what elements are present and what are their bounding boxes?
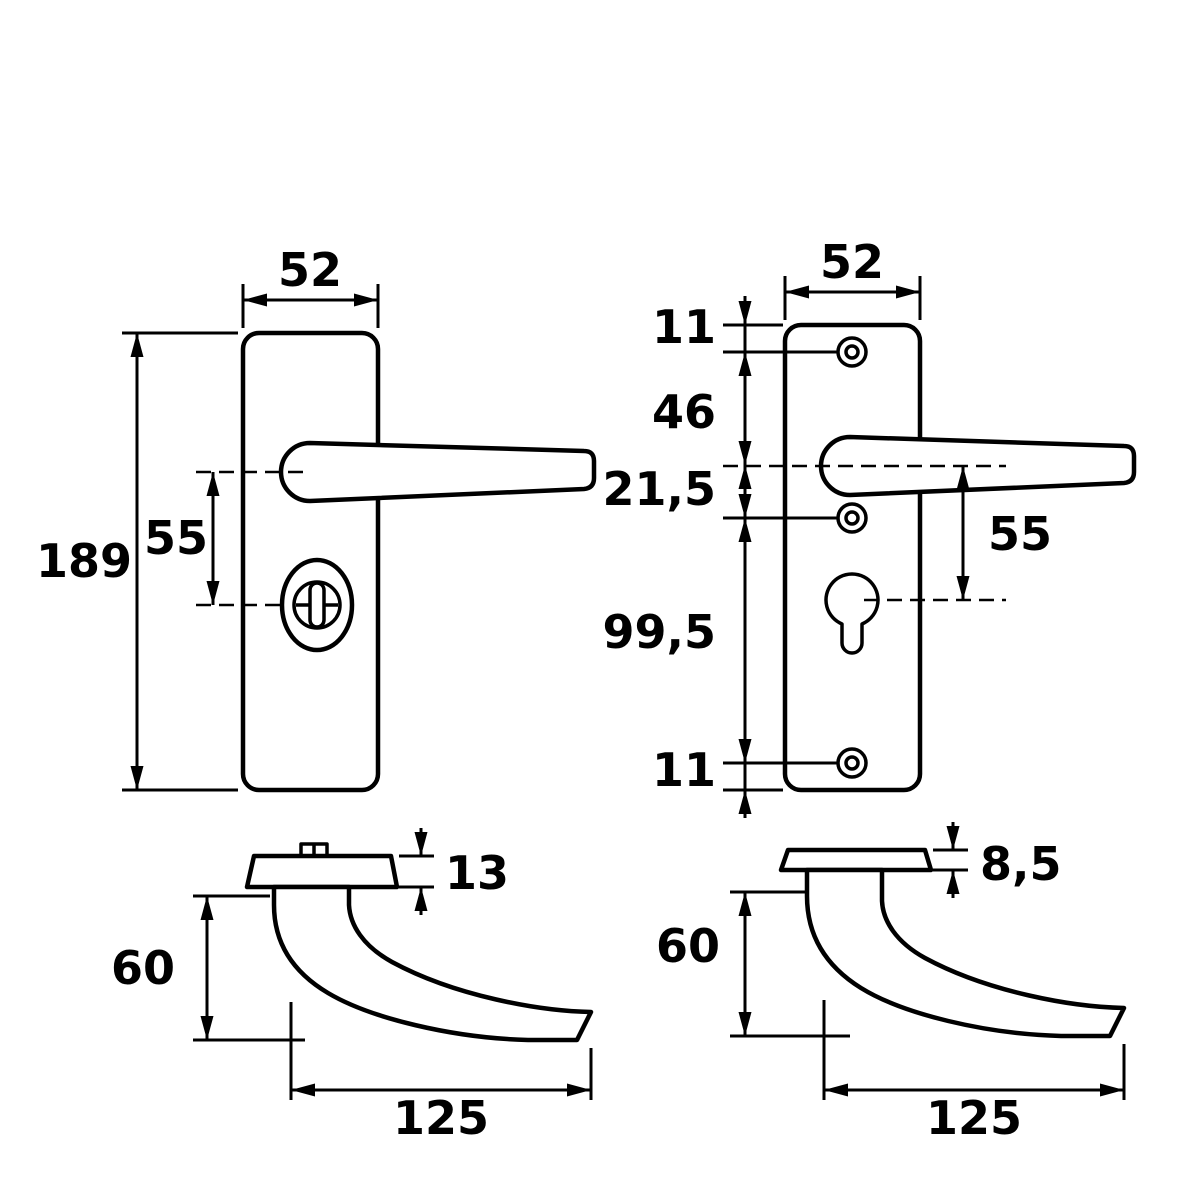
dim-screw-to-bottom: 11 (652, 743, 716, 797)
backplate-right (782, 322, 923, 793)
dim-top-to-screw: 11 (652, 300, 716, 354)
dim-rose-thickness-right: 8,5 (980, 837, 1062, 891)
dim-grip-depth-left: 60 (111, 941, 175, 995)
dim-handle-to-cylinder-right: 55 (988, 507, 1052, 561)
lever-profile-right (804, 867, 1127, 1039)
oval-escutcheon (279, 557, 355, 653)
rose-profile-left (244, 853, 400, 890)
dimension-labels: 52 189 55 52 11 46 21,5 99,5 11 55 13 60… (36, 235, 1062, 1145)
front-view-right-plate (782, 322, 1137, 793)
dim-handle-to-screw: 21,5 (603, 462, 717, 516)
dim-handle-to-cylinder-left: 55 (144, 511, 208, 565)
dim-plate-width-right: 52 (820, 235, 884, 289)
dim-plate-height-left: 189 (36, 534, 132, 588)
dim-screw-to-handle: 46 (652, 385, 716, 439)
side-view-left (244, 842, 594, 1043)
centerlines (196, 464, 1006, 607)
dim-grip-length-right: 125 (926, 1091, 1022, 1145)
side-view-right (778, 847, 1127, 1039)
dim-screw-to-screw: 99,5 (603, 605, 717, 659)
dimension-lines-front-right (723, 276, 965, 818)
dim-grip-length-left: 125 (393, 1091, 489, 1145)
dim-grip-depth-right: 60 (656, 919, 720, 973)
oval-cylinder-guard (279, 557, 355, 653)
lever-profile-left (271, 884, 594, 1043)
rose-profile-right (778, 847, 934, 873)
lever-handle-left (278, 440, 597, 504)
euro-cylinder-hole (824, 572, 880, 655)
dim-rose-thickness-left: 13 (445, 846, 509, 900)
front-view-left-plate (240, 330, 597, 793)
dimension-lines-front-left (122, 284, 380, 792)
dim-plate-width-left: 52 (278, 243, 342, 297)
